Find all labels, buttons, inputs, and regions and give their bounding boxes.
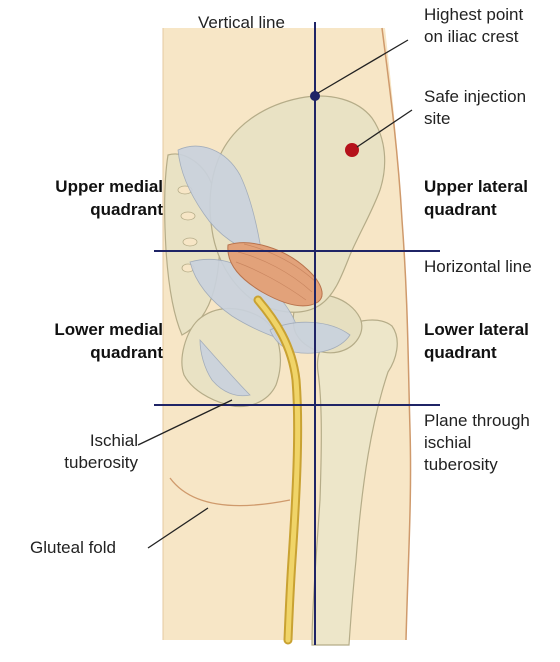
upper-medial-quadrant-label: Upper medial quadrant (2, 175, 163, 221)
highest-point-label-line-2: on iliac crest (424, 27, 519, 46)
gluteal-fold-label: Gluteal fold (30, 538, 116, 557)
femur-bone (311, 319, 398, 646)
horizontal-line-label: Horizontal line (424, 257, 532, 276)
lower-medial-label-line-2: quadrant (90, 343, 163, 362)
leader-ischial-tuberosity (137, 399, 233, 446)
upper-medial-label-line-1: Upper medial (55, 177, 163, 196)
safe-injection-label-line-2: site (424, 109, 451, 128)
plane-label-line-1: Plane through (424, 411, 530, 430)
muscle-fibers (235, 243, 317, 301)
lower-medial-label-line-1: Lower medial (54, 320, 163, 339)
highest-point-label: Highest point on iliac crest (424, 4, 523, 48)
plane-label-line-2: ischial (424, 433, 472, 452)
lower-lateral-label-line-1: Lower lateral (424, 320, 529, 339)
gluteal-fold-crease (169, 477, 291, 507)
safe-injection-label: Safe injection site (424, 86, 526, 130)
vertical-line-label: Vertical line (198, 13, 285, 32)
ischial-tuberosity-label: Ischial tuberosity (20, 430, 138, 474)
upper-medial-label-line-2: quadrant (90, 200, 163, 219)
lateral-skin-contour (381, 27, 412, 641)
safe-injection-site-dot (345, 143, 359, 157)
leader-gluteal-fold (147, 507, 209, 549)
leader-safe-injection (356, 109, 413, 148)
ischial-tuberosity-label-line-1: Ischial (89, 431, 138, 450)
safe-injection-label-line-1: Safe injection (424, 87, 527, 106)
highest-point-label-line-1: Highest point (424, 5, 524, 24)
upper-lateral-quadrant-label: Upper lateral quadrant (424, 175, 528, 221)
lower-lateral-label-line-2: quadrant (424, 343, 497, 362)
plane-through-ischial-tuberosity-label: Plane through ischial tuberosity (424, 410, 530, 476)
leader-lines (137, 39, 413, 549)
lower-lateral-quadrant-label: Lower lateral quadrant (424, 318, 529, 364)
sacral-foramina (177, 185, 198, 273)
upper-lateral-label-line-1: Upper lateral (424, 177, 528, 196)
upper-lateral-label-line-2: quadrant (424, 200, 497, 219)
sciatic-nerve-highlight (255, 297, 301, 643)
highest-point-marker (310, 91, 320, 101)
plane-label-line-3: tuberosity (424, 455, 498, 474)
lower-medial-quadrant-label: Lower medial quadrant (2, 318, 163, 364)
leader-highest-point (317, 39, 409, 94)
ischial-tuberosity-label-line-2: tuberosity (64, 453, 138, 472)
